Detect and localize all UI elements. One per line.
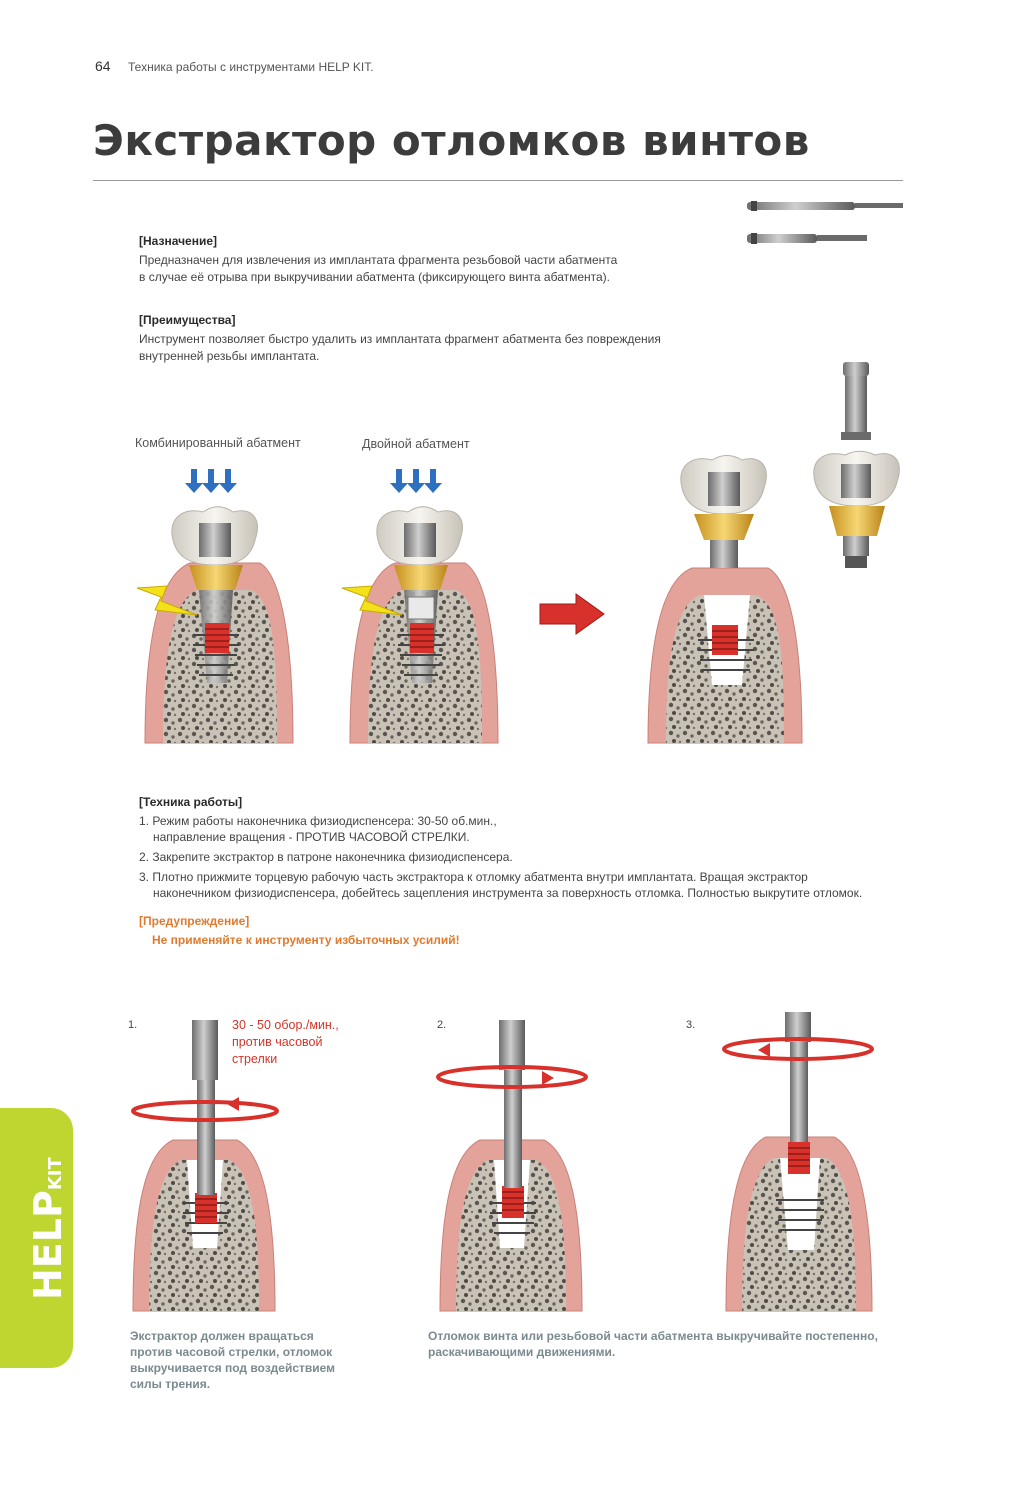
rotation-arrow-icon	[131, 1100, 279, 1122]
figure-step-1-label: 1.	[128, 1019, 138, 1031]
extraction-step-3-diagram	[722, 1012, 874, 1312]
technique-steps: 1. Режим работы наконечника физиодиспенс…	[139, 813, 939, 905]
title-divider	[93, 180, 903, 181]
purpose-line-2: в случае её отрыва при выкручивании абат…	[139, 270, 611, 284]
figure-step-2-label: 2.	[437, 1019, 447, 1031]
lightning-icon	[341, 585, 403, 616]
combined-abutment-diagram	[136, 469, 294, 744]
purpose-heading: [Назначение]	[139, 234, 218, 248]
advantages-line-1: Инструмент позволяет быстро удалить из и…	[139, 332, 661, 346]
warning-heading: [Предупреждение]	[139, 914, 250, 928]
page-number: 64	[95, 58, 111, 74]
note-right: Отломок винта или резьбовой части абатме…	[428, 1329, 878, 1359]
technique-heading: [Техника работы]	[139, 795, 243, 809]
purpose-text: Предназначен для извлечения из имплантат…	[139, 252, 617, 286]
step-item: 3. Плотно прижмите торцевую рабочую част…	[139, 870, 863, 900]
note-left: Экстрактор должен вращаться против часов…	[130, 1329, 336, 1391]
side-tab-label: HELPKIT	[26, 1157, 70, 1300]
rotation-arrow-icon	[722, 1037, 874, 1061]
extractor-tools-illustration	[747, 201, 903, 244]
purpose-line-1: Предназначен для извлечения из имплантат…	[139, 253, 618, 267]
advantages-heading: [Преимущества]	[139, 313, 236, 327]
rotation-arrow-icon	[436, 1065, 588, 1089]
extraction-step-2-diagram	[436, 1020, 588, 1312]
advantages-line-2: внутренней резьбы имплантата.	[139, 349, 320, 363]
extracted-abutment-diagram	[813, 362, 900, 568]
removed-abutment-diagram	[647, 455, 803, 744]
pressure-arrows	[185, 469, 237, 493]
warning-text: Не применяйте к инструменту избыточных у…	[152, 933, 460, 947]
step-item: 1. Режим работы наконечника физиодиспенс…	[139, 814, 497, 844]
pressure-arrows	[390, 469, 442, 493]
side-tab	[0, 1108, 73, 1368]
caption-double-abutment: Двойной абатмент	[362, 437, 470, 451]
figure-step-3-label: 3.	[686, 1019, 696, 1031]
running-title: Техника работы с инструментами HELP KIT.	[128, 60, 374, 74]
extraction-step-1-diagram	[131, 1020, 279, 1312]
step-item: 2. Закрепите экстрактор в патроне наконе…	[139, 850, 513, 864]
page-title: Экстрактор отломков винтов	[93, 116, 810, 165]
rpm-note: 30 - 50 обор./мин., против часовой стрел…	[232, 1018, 339, 1066]
lightning-icon	[136, 585, 198, 616]
red-arrow-icon	[539, 593, 605, 635]
side-tab-help: HELP	[26, 1190, 70, 1300]
caption-combined-abutment: Комбинированный абатмент	[135, 436, 301, 450]
double-abutment-diagram	[341, 469, 499, 744]
side-tab-kit: KIT	[45, 1157, 66, 1191]
advantages-text: Инструмент позволяет быстро удалить из и…	[139, 331, 661, 365]
